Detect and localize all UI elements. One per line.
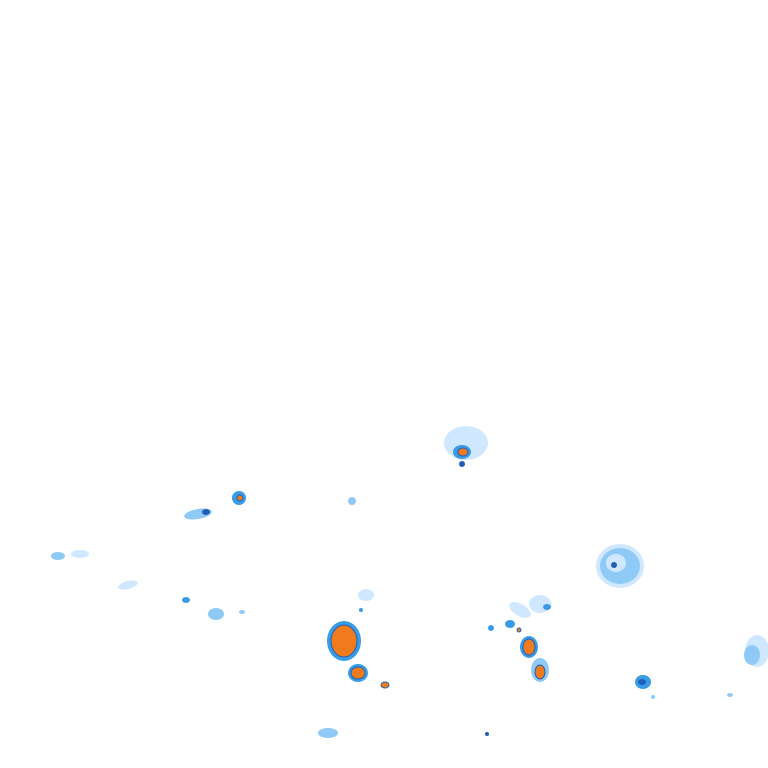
echo-intense-31	[522, 638, 536, 656]
echo-light-41	[744, 645, 760, 665]
echo-heavy-7	[202, 509, 210, 515]
echo-heavy-37	[611, 562, 617, 568]
echo-very-light-26	[509, 602, 531, 618]
echo-intense-21	[380, 681, 390, 689]
echo-moderate-29	[488, 625, 494, 631]
echo-moderate-16	[359, 608, 363, 612]
echo-moderate-25	[543, 604, 551, 610]
echo-intense-2	[457, 447, 469, 457]
echo-light-42	[727, 693, 733, 697]
echo-heavy-39	[638, 679, 646, 685]
echo-very-light-24	[529, 595, 551, 613]
echo-light-8	[348, 497, 356, 505]
echo-moderate-12	[182, 597, 190, 603]
echo-heavy-23	[485, 732, 489, 736]
echo-very-light-11	[118, 580, 138, 590]
precipitation-echoes	[51, 426, 768, 738]
echo-very-light-15	[358, 589, 374, 601]
echo-intense-33	[534, 664, 546, 680]
echo-moderate-27	[505, 620, 515, 628]
echo-intense-28	[516, 627, 522, 633]
echo-intense-5	[236, 494, 244, 502]
echo-intense-20	[350, 666, 366, 680]
echo-light-9	[51, 552, 65, 560]
echo-light-22	[318, 728, 338, 738]
echo-light-13	[208, 608, 224, 620]
echo-very-light-10	[71, 550, 89, 558]
echo-light-43	[651, 695, 655, 699]
echo-light-14	[239, 610, 245, 614]
echo-intense-18	[330, 624, 358, 658]
echo-heavy-3	[459, 461, 465, 467]
